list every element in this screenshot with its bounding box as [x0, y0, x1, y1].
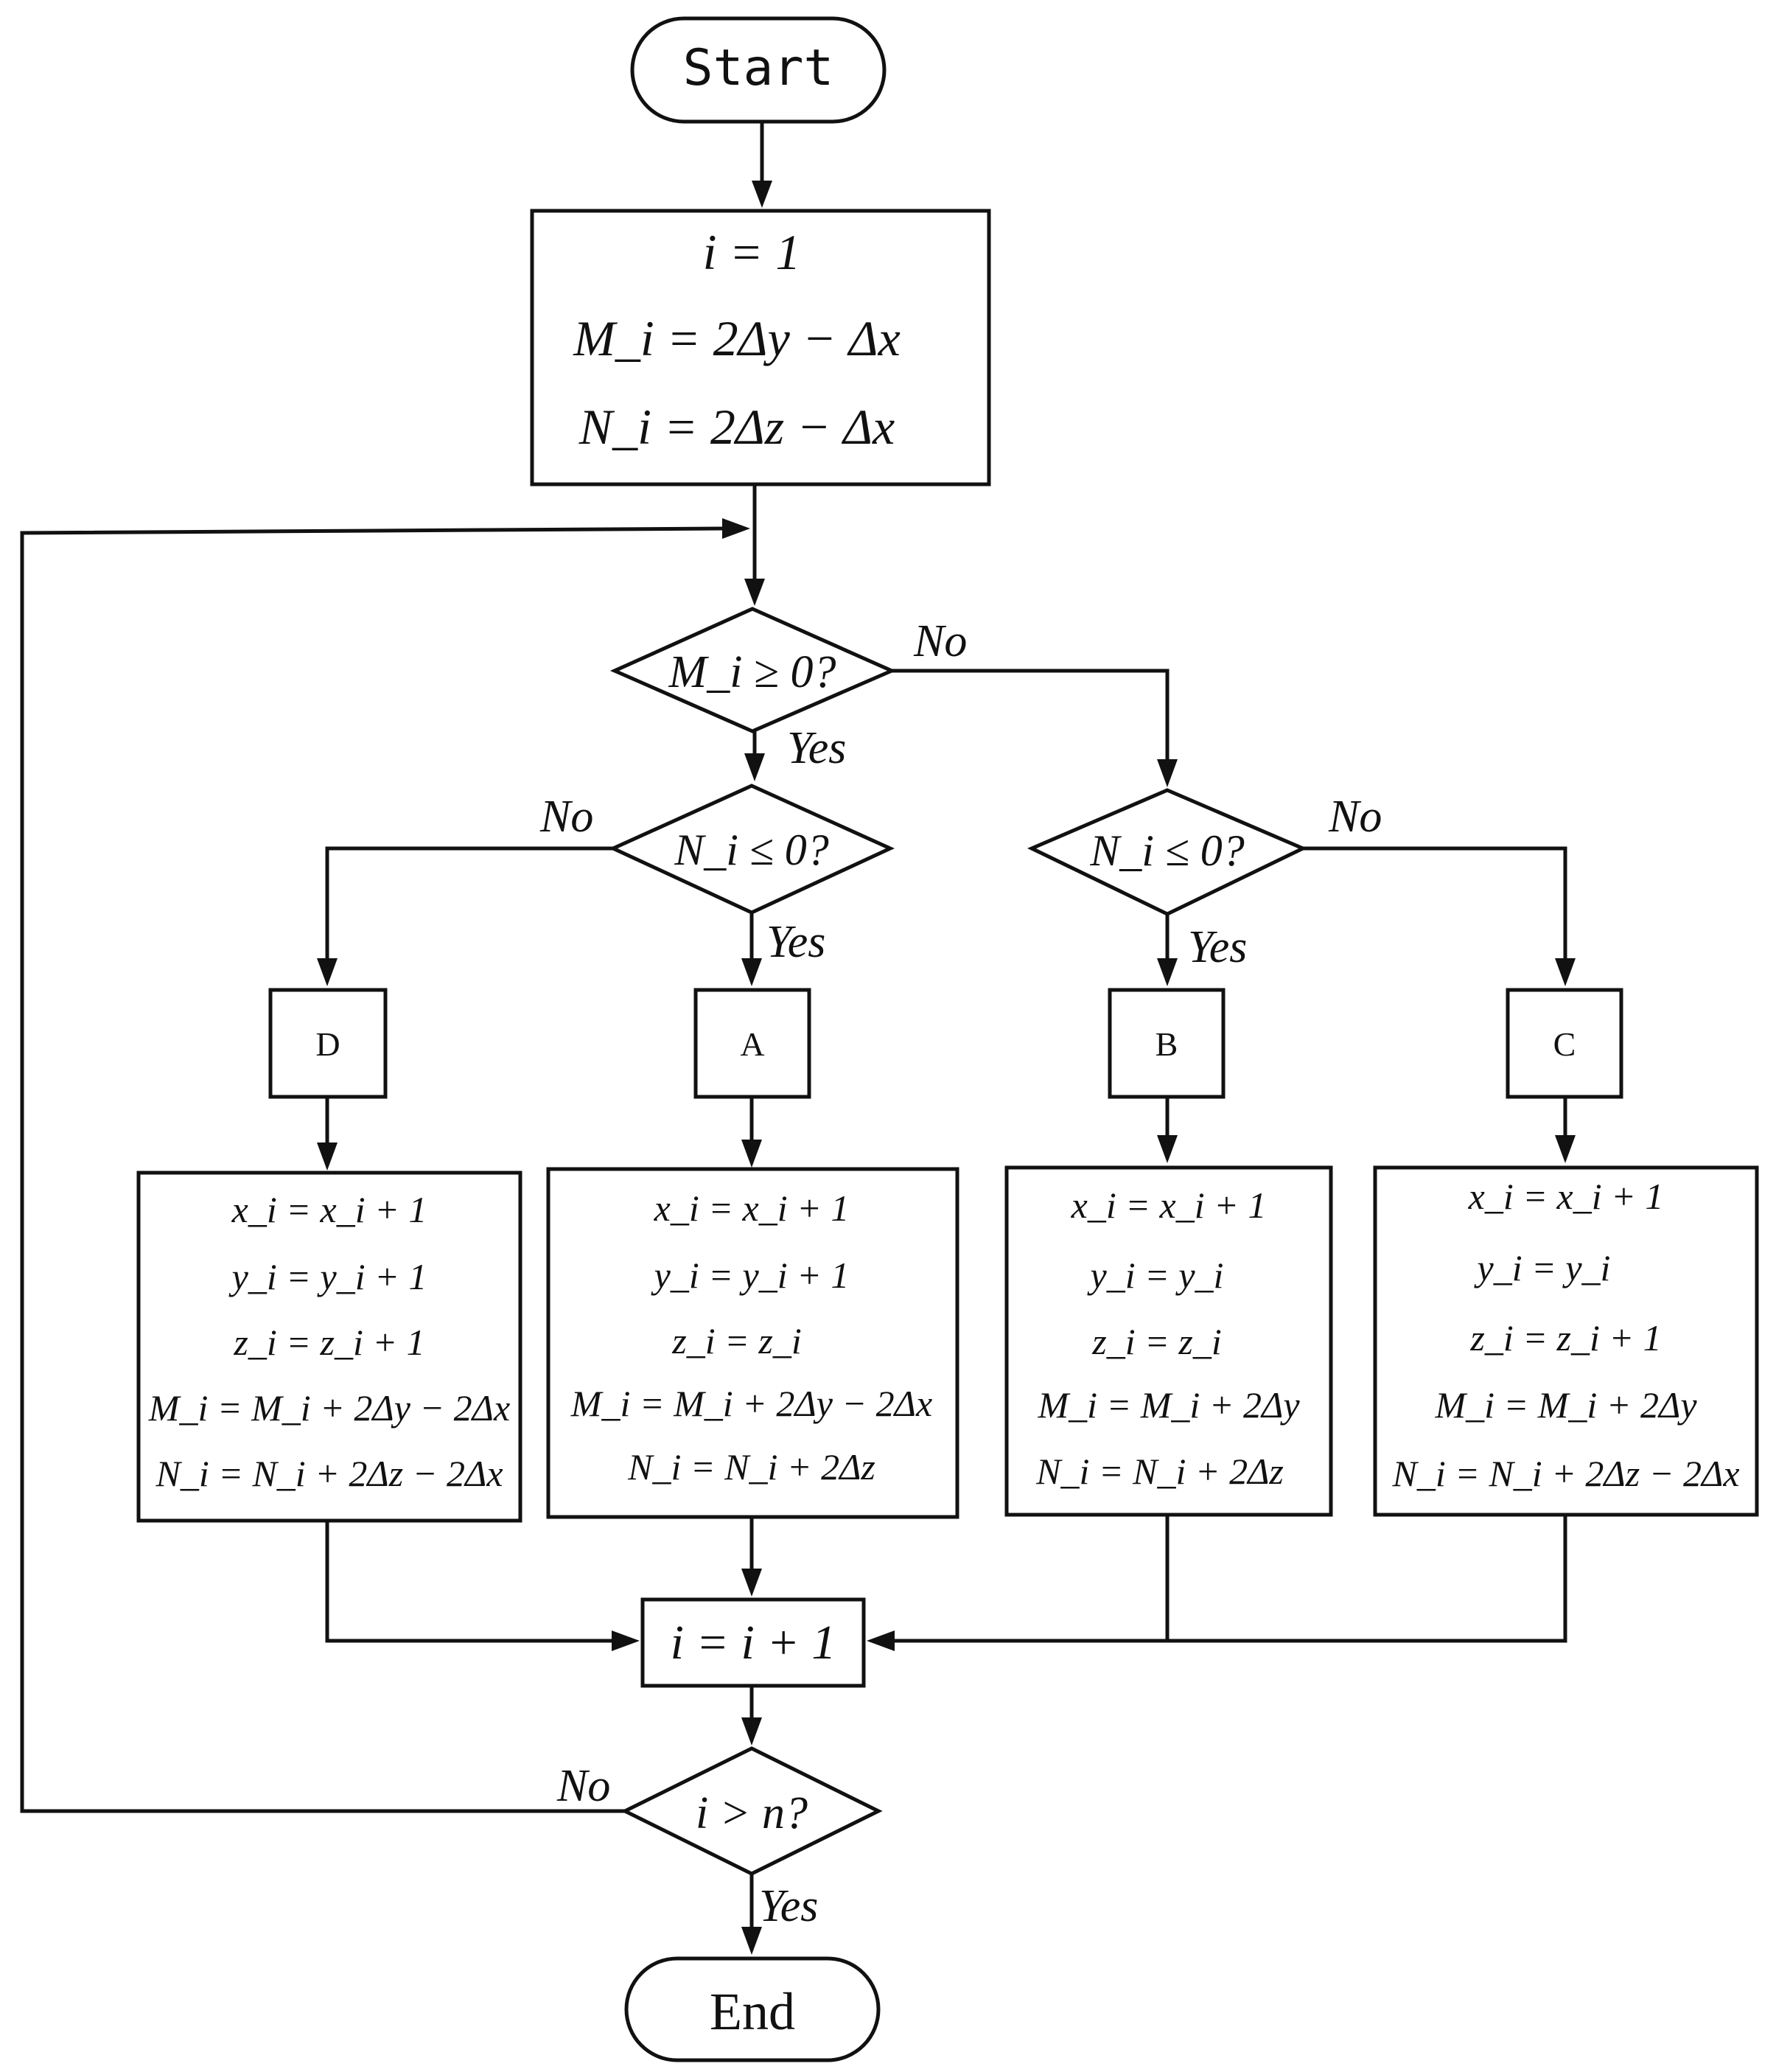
arrow-nleft-yes: [741, 958, 762, 986]
n-decision-left-label: N_i ≤ 0?: [674, 826, 829, 874]
arrow-nleft-no: [317, 958, 338, 986]
init-line-3: N_i = 2Δz − Δx: [578, 399, 895, 455]
n-decision-left: N_i ≤ 0?: [608, 784, 895, 915]
m-decision-label: M_i ≥ 0?: [668, 647, 836, 697]
b-update-1: x_i = x_i + 1: [1071, 1185, 1267, 1226]
arrow-c-updates: [1555, 1135, 1576, 1163]
loop-yes-label: Yes: [759, 1881, 818, 1931]
a-update-4: M_i = M_i + 2Δy − 2Δx: [570, 1383, 932, 1424]
arrow-a-updates: [741, 1140, 762, 1168]
connector-nleft-no: [325, 846, 613, 958]
case-d-label: D: [315, 1025, 340, 1063]
connector-c-increment: [895, 1515, 1567, 1643]
nleft-no-label: No: [539, 792, 593, 842]
end-terminal: End: [624, 1956, 881, 2062]
nleft-yes-label: Yes: [766, 917, 825, 967]
arrow-m-yes: [744, 753, 765, 781]
branch-labels: No Yes No Yes No Yes No Yes: [539, 616, 1382, 1931]
case-b-updates: x_i = x_i + 1 y_i = y_i z_i = z_i M_i = …: [1004, 1165, 1333, 1517]
d-update-5: N_i = N_i + 2Δz − 2Δx: [155, 1453, 503, 1494]
case-a-label: A: [740, 1025, 764, 1063]
arrow-b-updates: [1157, 1135, 1178, 1163]
a-update-2: y_i = y_i + 1: [651, 1255, 850, 1296]
arrow-init-mcheck: [744, 579, 765, 606]
start-label: Start: [683, 39, 834, 97]
m-yes-label: Yes: [787, 723, 846, 773]
increment-box: i = i + 1: [640, 1597, 866, 1688]
arrow-a-increment: [741, 1569, 762, 1597]
c-update-5: N_i = N_i + 2Δz − 2Δx: [1391, 1453, 1739, 1494]
case-a-box: A: [693, 988, 811, 1099]
n-decision-right-label: N_i ≤ 0?: [1089, 826, 1245, 875]
case-b-label: B: [1156, 1025, 1178, 1063]
arrow-loop-back: [722, 518, 750, 539]
case-c-box: C: [1506, 988, 1623, 1099]
case-c-label: C: [1553, 1025, 1576, 1063]
m-no-label: No: [913, 616, 967, 666]
init-line-2: M_i = 2Δy − Δx: [573, 310, 901, 366]
c-update-1: x_i = x_i + 1: [1468, 1176, 1664, 1217]
arrow-increment-check: [741, 1717, 762, 1745]
init-line-1: i = 1: [703, 224, 801, 280]
arrow-d-increment: [612, 1630, 640, 1651]
b-update-4: M_i = M_i + 2Δy: [1037, 1384, 1300, 1426]
d-update-1: x_i = x_i + 1: [231, 1189, 427, 1230]
arrow-bc-increment: [867, 1630, 895, 1651]
loop-decision: i > n?: [620, 1746, 883, 1876]
loop-decision-label: i > n?: [696, 1788, 808, 1838]
arrow-d-updates: [317, 1143, 338, 1171]
c-update-4: M_i = M_i + 2Δy: [1434, 1384, 1697, 1426]
b-update-2: y_i = y_i: [1087, 1255, 1224, 1296]
connector-loop-back: [20, 526, 723, 1813]
increment-label: i = i + 1: [671, 1616, 836, 1670]
connector-nright-no: [1303, 846, 1567, 958]
d-update-3: z_i = z_i + 1: [233, 1322, 424, 1363]
loop-no-label: No: [556, 1761, 610, 1811]
nright-no-label: No: [1328, 792, 1382, 842]
connector-m-no: [892, 669, 1170, 759]
case-d-updates: x_i = x_i + 1 y_i = y_i + 1 z_i = z_i + …: [136, 1171, 522, 1523]
case-b-box: B: [1108, 988, 1226, 1099]
nright-yes-label: Yes: [1188, 922, 1247, 972]
d-update-2: y_i = y_i + 1: [228, 1256, 427, 1297]
b-update-3: z_i = z_i: [1091, 1321, 1221, 1362]
a-update-3: z_i = z_i: [671, 1320, 801, 1361]
connector-d-increment: [325, 1521, 612, 1643]
b-update-5: N_i = N_i + 2Δz: [1035, 1451, 1284, 1492]
case-d-box: D: [268, 988, 388, 1099]
a-update-5: N_i = N_i + 2Δz: [627, 1446, 875, 1487]
m-decision: M_i ≥ 0?: [609, 607, 897, 733]
arrow-nright-yes: [1157, 958, 1178, 986]
end-label: End: [710, 1982, 795, 2041]
d-update-4: M_i = M_i + 2Δy − 2Δx: [148, 1387, 510, 1429]
case-c-updates: x_i = x_i + 1 y_i = y_i z_i = z_i + 1 M_…: [1373, 1165, 1759, 1517]
n-decision-right: N_i ≤ 0?: [1027, 788, 1308, 916]
start-terminal: Start: [630, 16, 887, 124]
arrow-check-end: [741, 1927, 762, 1955]
c-update-3: z_i = z_i + 1: [1469, 1317, 1661, 1358]
a-update-1: x_i = x_i + 1: [654, 1187, 850, 1229]
c-update-2: y_i = y_i: [1474, 1247, 1611, 1288]
arrow-start-init: [752, 181, 772, 208]
connectors: [20, 122, 1576, 1955]
init-box: i = 1 M_i = 2Δy − Δx N_i = 2Δz − Δx: [530, 209, 991, 486]
arrow-nright-no: [1555, 958, 1576, 986]
arrow-m-no: [1157, 759, 1178, 787]
case-a-updates: x_i = x_i + 1 y_i = y_i + 1 z_i = z_i M_…: [546, 1167, 959, 1519]
